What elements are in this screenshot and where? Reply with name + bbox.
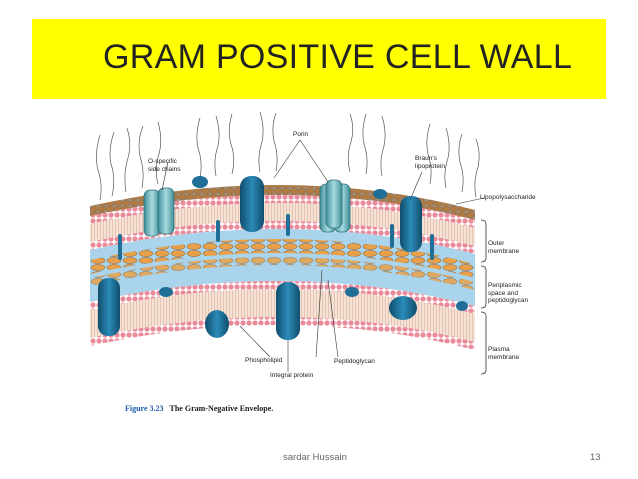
label-peptidoglycan: Peptidoglycan	[334, 358, 375, 365]
label-leader-lines	[161, 139, 485, 372]
slide-title: GRAM POSITIVE CELL WALL	[103, 38, 573, 76]
label-brauns-lipoprotein: Braun's lipoprotein	[415, 155, 445, 170]
figure-caption: Figure 3.23 The Gram-Negative Envelope.	[125, 404, 273, 413]
envelope-illustration	[90, 111, 487, 375]
label-porin: Porin	[293, 131, 309, 138]
label-periplasmic-space: Periplasmic space and peptidoglycan	[488, 282, 529, 304]
label-phospholipid: Phospholipid	[245, 357, 283, 364]
footer-author: sardar Hussain	[283, 452, 347, 463]
label-integral-protein: Integral protein	[270, 372, 314, 379]
slide-number: 13	[590, 452, 601, 463]
title-banner	[32, 19, 606, 99]
label-lipopolysaccharide: Lipopolysaccharide	[480, 194, 536, 201]
label-plasma-membrane: Plasma membrane	[488, 346, 520, 361]
peptidoglycan-layer	[90, 238, 475, 278]
outer-membrane-proteins	[192, 176, 422, 252]
porin-proteins	[143, 179, 351, 237]
figure-number: Figure 3.23	[125, 404, 164, 413]
brauns-lipoprotein-marks	[118, 214, 434, 260]
integral-proteins	[98, 278, 468, 340]
figure-caption-text: The Gram-Negative Envelope.	[169, 404, 274, 413]
gram-negative-envelope-diagram: O-specific side chains Porin Braun's lip…	[90, 110, 536, 420]
label-outer-membrane: Outer membrane	[488, 240, 520, 255]
o-specific-side-chains	[96, 111, 480, 201]
layer-brackets	[480, 219, 487, 375]
label-o-specific-side-chains: O-specific side chains	[148, 158, 181, 173]
